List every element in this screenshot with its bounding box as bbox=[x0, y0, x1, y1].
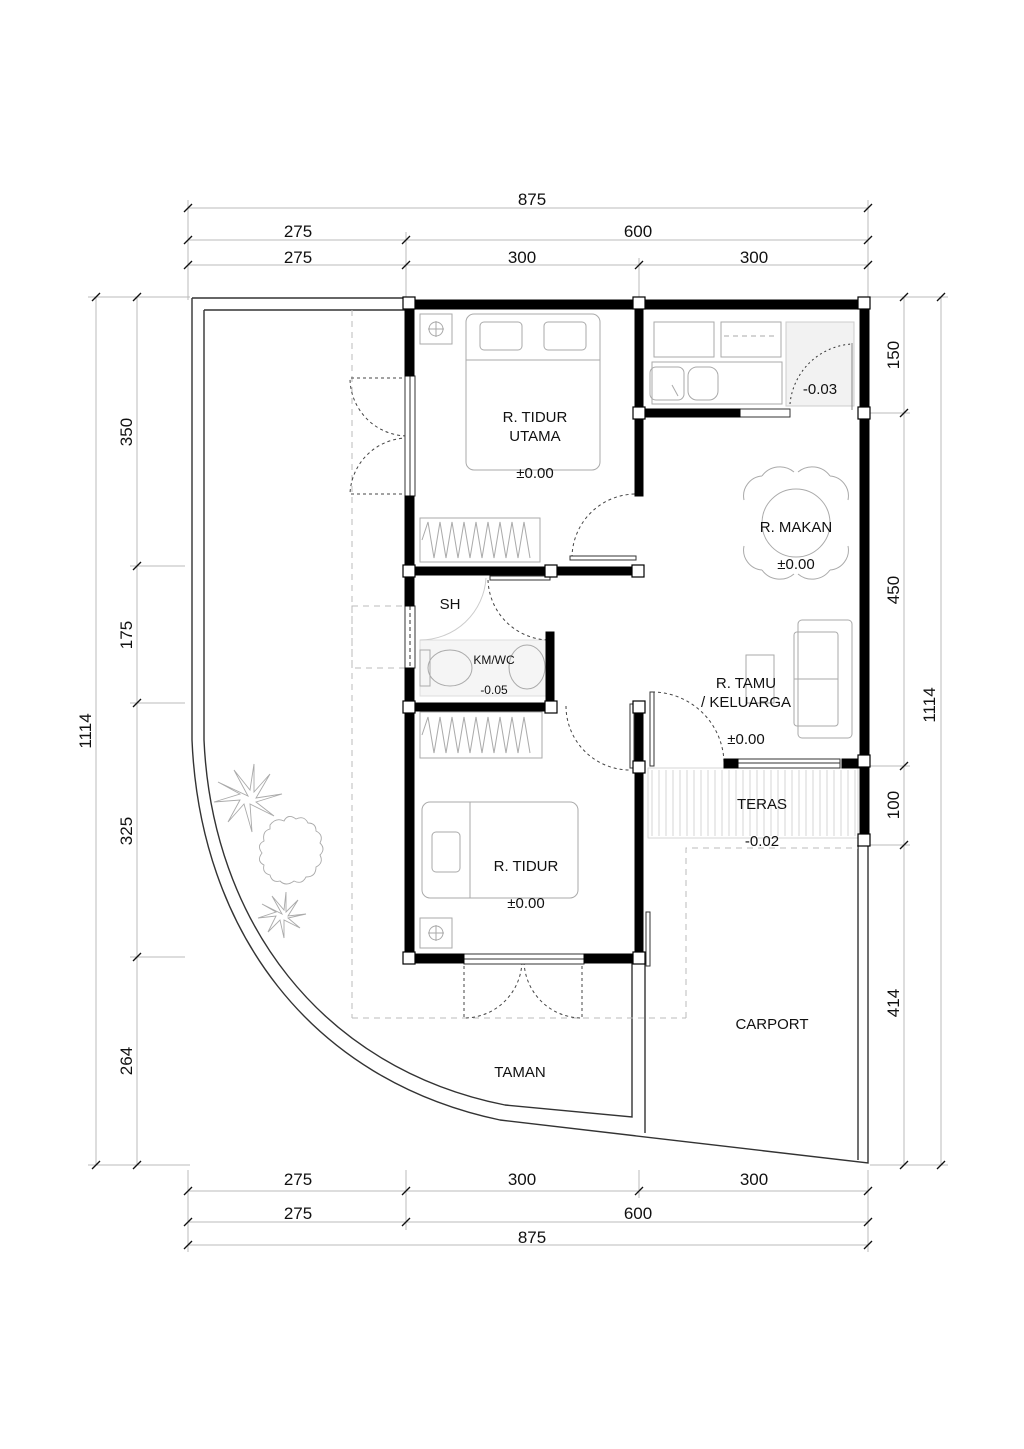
room-name: KM/WC bbox=[473, 653, 515, 667]
dim-top-overall: 875 bbox=[517, 190, 547, 209]
room-label-bathroom: KM/WC -0.05 bbox=[458, 638, 530, 713]
dimension-ticks bbox=[91, 203, 946, 1250]
room-name: TAMAN bbox=[494, 1063, 546, 1081]
floor-level: -0.05 bbox=[480, 683, 508, 697]
dim-right-overall: 1114 bbox=[920, 687, 939, 723]
dim-left-seg-1: 350 bbox=[117, 417, 136, 447]
plants bbox=[213, 763, 324, 939]
dim-right-seg-2: 450 bbox=[884, 575, 903, 605]
room-name: TERAS bbox=[736, 795, 787, 813]
room-name: R. TAMU / KELUARGA bbox=[700, 674, 792, 711]
room-name: SH bbox=[439, 595, 461, 613]
kitchen-fixtures bbox=[649, 321, 855, 410]
door-swings bbox=[349, 377, 725, 1019]
dim-top-row3-a: 275 bbox=[283, 248, 313, 267]
dim-left-seg-2: 175 bbox=[117, 620, 136, 650]
floor-level: ±0.00 bbox=[727, 731, 765, 748]
dim-bottom-row1-a: 275 bbox=[283, 1170, 313, 1189]
room-label-dining: R. MAKAN ±0.00 bbox=[736, 500, 856, 594]
dim-left-seg-3: 325 bbox=[117, 816, 136, 846]
lot-boundary bbox=[191, 297, 869, 1164]
room-name: R. TIDUR bbox=[493, 857, 559, 875]
dim-right-seg-4: 414 bbox=[884, 988, 903, 1018]
room-label-carport: CARPORT bbox=[712, 997, 832, 1053]
room-label-terrace: TERAS -0.02 bbox=[722, 777, 802, 871]
terrace-hatch bbox=[647, 767, 859, 839]
roof-overhang-lines bbox=[351, 310, 858, 1019]
room-label-shower: SH bbox=[430, 577, 470, 633]
furniture bbox=[419, 313, 853, 949]
floor-level: -0.03 bbox=[802, 380, 838, 398]
dim-bottom-row1-c: 300 bbox=[739, 1170, 769, 1189]
dim-top-row2-a: 275 bbox=[283, 222, 313, 241]
room-label-master-bedroom: R. TIDUR UTAMA ±0.00 bbox=[470, 390, 600, 503]
dim-bottom-overall: 875 bbox=[517, 1228, 547, 1247]
floor-level: ±0.00 bbox=[507, 895, 545, 913]
door-leaves bbox=[489, 555, 655, 967]
room-label-kitchen: -0.03 bbox=[790, 362, 850, 418]
floor-level: -0.02 bbox=[744, 833, 780, 851]
room-label-bedroom: R. TIDUR ±0.00 bbox=[476, 839, 576, 933]
room-label-garden: TAMAN bbox=[470, 1045, 570, 1101]
dim-top-row2-b: 600 bbox=[623, 222, 653, 241]
dim-top-row3-c: 300 bbox=[739, 248, 769, 267]
room-name: R. TIDUR UTAMA bbox=[502, 408, 568, 445]
dim-bottom-row2-b: 600 bbox=[623, 1204, 653, 1223]
room-label-living: R. TAMU / KELUARGA ±0.00 bbox=[676, 656, 816, 769]
dim-bottom-row2-a: 275 bbox=[283, 1204, 313, 1223]
dim-top-row3-b: 300 bbox=[507, 248, 537, 267]
room-name: R. MAKAN bbox=[759, 518, 833, 536]
dim-bottom-row1-b: 300 bbox=[507, 1170, 537, 1189]
dimension-lines bbox=[88, 200, 948, 1252]
dim-left-overall: 1114 bbox=[76, 713, 95, 749]
floor-level: ±0.00 bbox=[777, 556, 815, 574]
dim-right-seg-3: 100 bbox=[884, 790, 903, 820]
dim-right-seg-1: 150 bbox=[884, 340, 903, 370]
columns bbox=[402, 296, 871, 965]
dim-left-seg-4: 264 bbox=[117, 1046, 136, 1076]
floor-level: ±0.00 bbox=[516, 465, 554, 482]
room-name: CARPORT bbox=[735, 1015, 809, 1033]
